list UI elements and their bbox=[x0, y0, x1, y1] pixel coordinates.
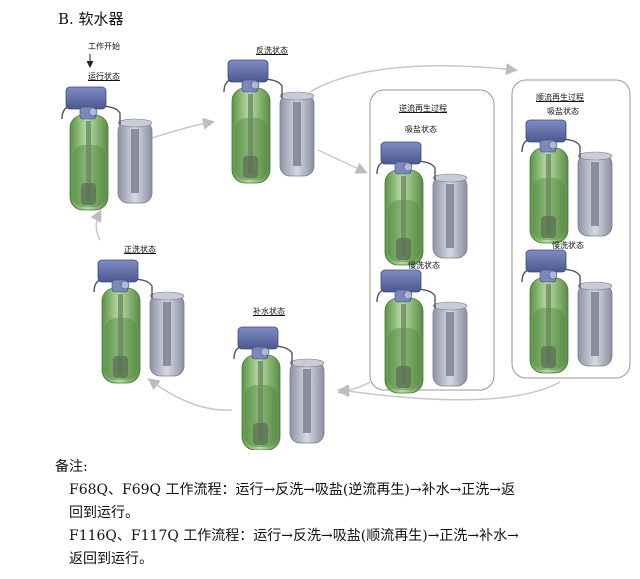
unit-running bbox=[61, 86, 153, 211]
notes-line-1: F68Q、F69Q 工作流程：运行→反洗→吸盐(逆流再生)→补水→正洗→返 bbox=[69, 482, 516, 498]
notes: 备注: F68Q、F69Q 工作流程：运行→反洗→吸盐(逆流再生)→补水→正洗→… bbox=[55, 456, 635, 571]
notes-line-2b: 返回到运行。 bbox=[69, 551, 153, 567]
arrow-run-to-backwash bbox=[145, 117, 215, 141]
unit-brine-coflow bbox=[521, 119, 613, 244]
arrow-counterflow-to-refill bbox=[337, 381, 371, 397]
coflow-regen-box bbox=[511, 79, 631, 379]
label-brine-counterflow: 吸盐状态 bbox=[405, 125, 437, 134]
label-brine-coflow: 吸盐状态 bbox=[547, 107, 579, 116]
label-refill: 补水状态 bbox=[253, 307, 285, 316]
unit-brine-counterflow bbox=[376, 141, 468, 266]
label-coflow-group: 顺流再生过程 bbox=[536, 93, 584, 102]
arrow-coflow-to-refill bbox=[337, 381, 561, 401]
label-fast-rinse: 正洗状态 bbox=[124, 245, 156, 254]
notes-title: 备注: bbox=[55, 459, 88, 475]
flow-arrows bbox=[90, 63, 561, 411]
label-slow-rinse-counterflow: 慢洗状态 bbox=[408, 261, 440, 270]
unit-slow-rinse-counterflow bbox=[376, 269, 468, 394]
label-running: 运行状态 bbox=[88, 72, 120, 81]
notes-line-2: F116Q、F117Q 工作流程：运行→反洗→吸盐(顺流再生)→正洗→补水→ bbox=[69, 528, 519, 544]
arrow-backwash-to-counterflow bbox=[317, 149, 368, 174]
counterflow-regen-box bbox=[369, 89, 495, 391]
arrow-refill-to-rinse bbox=[147, 378, 233, 411]
arrow-rinse-to-run bbox=[90, 209, 102, 241]
label-slow-rinse-coflow: 慢洗状态 bbox=[552, 241, 584, 250]
label-counterflow-group: 逆流再生过程 bbox=[399, 104, 447, 113]
section-title: B. 软水器 bbox=[58, 10, 124, 28]
unit-slow-rinse-coflow bbox=[521, 249, 613, 374]
unit-backwash bbox=[223, 59, 315, 184]
arrow-backwash-to-regen bbox=[309, 63, 518, 93]
unit-fast-rinse bbox=[93, 259, 185, 384]
notes-line-1b: 回到运行。 bbox=[69, 505, 139, 521]
label-start: 工作开始 bbox=[88, 42, 120, 51]
unit-refill bbox=[233, 326, 325, 450]
label-backwash: 反洗状态 bbox=[256, 46, 288, 55]
water-softener-cycle-diagram bbox=[61, 54, 631, 450]
